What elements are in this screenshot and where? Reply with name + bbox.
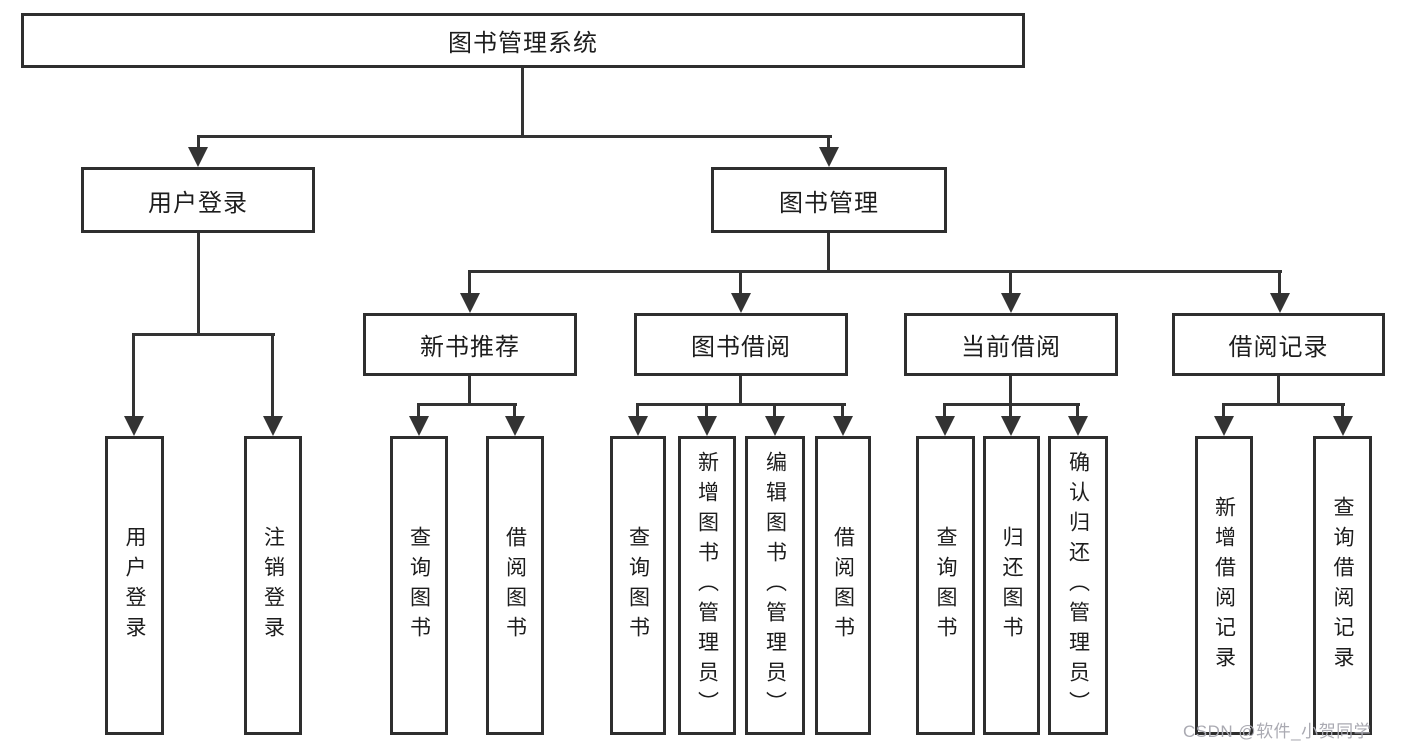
connector-newrec-bus (417, 403, 517, 406)
arrow-down-icon (628, 416, 648, 436)
leaf-label: 归还图书 (1000, 525, 1023, 646)
arrow-down-icon (765, 416, 785, 436)
connector-current-trunk (1009, 376, 1012, 406)
connector-records-bus (1222, 403, 1345, 406)
leaf-newrec-borrow-books: 借阅图书 (486, 436, 544, 735)
leaf-add-borrow-record: 新增借阅记录 (1195, 436, 1253, 735)
arrow-down-icon (819, 147, 839, 167)
leaf-newrec-query-books: 查询图书 (390, 436, 448, 735)
leaf-label: 查询图书 (934, 525, 957, 646)
leaf-label: 编辑图书（管理员） (763, 450, 787, 721)
connector-drop (636, 403, 639, 418)
arrow-down-icon (409, 416, 429, 436)
connector-userlogin-bus (132, 333, 275, 336)
connector-bookmgmt-trunk (827, 233, 830, 273)
leaf-borrow-borrow-books: 借阅图书 (815, 436, 871, 735)
leaf-label: 借阅图书 (503, 525, 527, 646)
connector-userlogin-trunk (197, 233, 200, 336)
leaf-label: 查询图书 (626, 525, 650, 646)
connector-drop (132, 333, 135, 417)
connector-records-trunk (1277, 376, 1280, 406)
connector-drop (417, 403, 420, 418)
arrow-down-icon (1214, 416, 1234, 436)
connector-drop (1009, 403, 1012, 418)
node-borrowing-records: 借阅记录 (1172, 313, 1385, 376)
arrow-down-icon (124, 416, 144, 436)
node-user-login: 用户登录 (81, 167, 315, 233)
leaf-label: 注销登录 (261, 525, 285, 646)
arrow-down-icon (460, 293, 480, 313)
leaf-label: 新增借阅记录 (1212, 495, 1236, 676)
leaf-confirm-return-admin: 确认归还（管理员） (1048, 436, 1108, 735)
leaf-label: 用户登录 (123, 525, 146, 646)
connector-drop (1222, 403, 1225, 418)
leaf-current-query-books: 查询图书 (916, 436, 975, 735)
connector-drop (1009, 270, 1012, 295)
connector-level3-bus (468, 270, 1282, 273)
leaf-edit-books-admin: 编辑图书（管理员） (745, 436, 805, 735)
node-label: 新书推荐 (420, 334, 520, 361)
arrow-down-icon (697, 416, 717, 436)
arrow-down-icon (1068, 416, 1088, 436)
node-label: 图书管理系统 (448, 30, 598, 57)
connector-drop (705, 403, 708, 418)
connector-drop (1278, 270, 1281, 295)
node-book-management: 图书管理 (711, 167, 947, 233)
node-label: 当前借阅 (961, 334, 1061, 361)
arrow-down-icon (188, 147, 208, 167)
arrow-down-icon (1001, 293, 1021, 313)
leaf-label: 查询借阅记录 (1331, 495, 1354, 676)
connector-drop (1076, 403, 1079, 418)
connector-level2-bus (197, 135, 832, 138)
arrow-down-icon (1270, 293, 1290, 313)
leaf-label: 新增图书（管理员） (695, 450, 719, 721)
connector-drop (468, 270, 471, 295)
leaf-query-borrow-record: 查询借阅记录 (1313, 436, 1372, 735)
leaf-label: 确认归还（管理员） (1066, 450, 1090, 721)
connector-drop (1341, 403, 1344, 418)
connector-drop (197, 135, 200, 149)
node-current-borrowing: 当前借阅 (904, 313, 1118, 376)
connector-root-trunk (521, 68, 524, 138)
connector-drop (513, 403, 516, 418)
arrow-down-icon (833, 416, 853, 436)
node-new-book-recommendation: 新书推荐 (363, 313, 577, 376)
connector-borrow-bus (636, 403, 846, 406)
node-root: 图书管理系统 (21, 13, 1025, 68)
arrow-down-icon (1001, 416, 1021, 436)
node-label: 用户登录 (148, 189, 248, 217)
leaf-user-login: 用户登录 (105, 436, 164, 735)
leaf-add-books-admin: 新增图书（管理员） (678, 436, 736, 735)
connector-drop (773, 403, 776, 418)
connector-drop (827, 135, 830, 149)
arrow-down-icon (731, 293, 751, 313)
connector-drop (943, 403, 946, 418)
connector-newrec-trunk (468, 376, 471, 406)
node-book-borrowing: 图书借阅 (634, 313, 848, 376)
connector-borrow-trunk (739, 376, 742, 406)
connector-drop (841, 403, 844, 418)
leaf-label: 查询图书 (407, 525, 431, 646)
node-label: 借阅记录 (1228, 334, 1329, 361)
arrow-down-icon (263, 416, 283, 436)
connector-drop (739, 270, 742, 295)
node-label: 图书管理 (779, 189, 879, 217)
arrow-down-icon (1333, 416, 1353, 436)
watermark: CSDN @软件_小贺同学 (1183, 722, 1372, 741)
arrow-down-icon (935, 416, 955, 436)
node-label: 图书借阅 (691, 334, 791, 361)
leaf-borrow-query-books: 查询图书 (610, 436, 666, 735)
leaf-return-books: 归还图书 (983, 436, 1040, 735)
leaf-logout-login: 注销登录 (244, 436, 302, 735)
connector-drop (271, 333, 274, 417)
leaf-label: 借阅图书 (831, 525, 855, 646)
arrow-down-icon (505, 416, 525, 436)
